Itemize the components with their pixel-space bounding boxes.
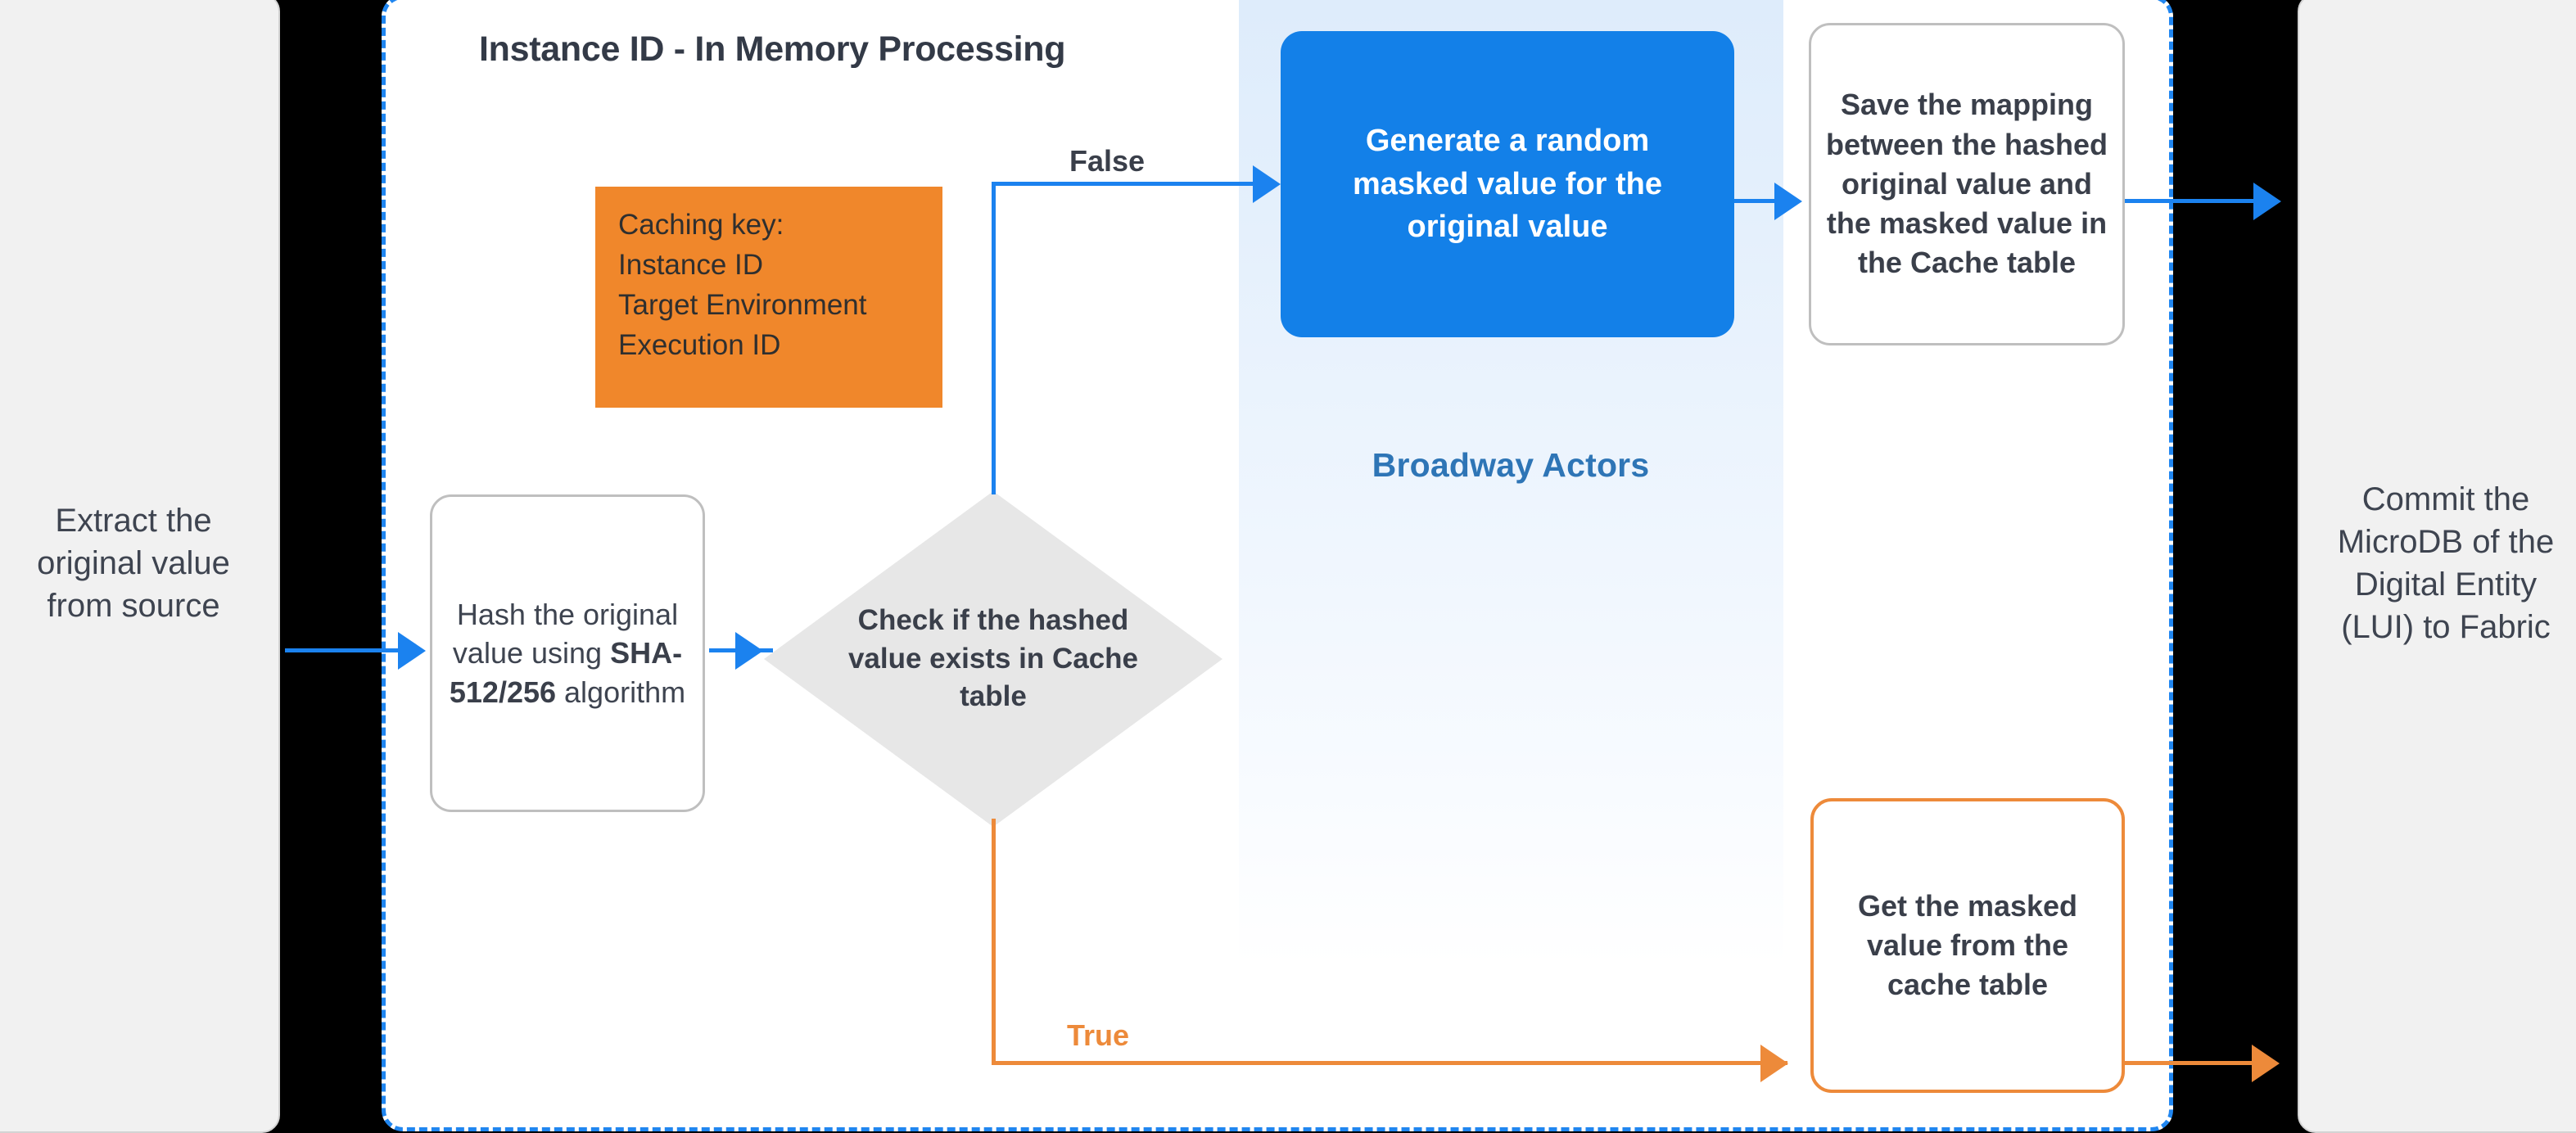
node-get-masked-label: Get the masked value from the cache tabl… [1857,888,2078,1002]
connector-false-horizontal [992,182,1277,186]
caching-key-item-0: Instance ID [618,249,764,281]
node-hash-label: Hash the original value using SHA-512/25… [447,595,688,712]
caching-key-note: Caching key: Instance ID Target Environm… [595,187,942,408]
panel-commit-microdb: Commit the MicroDB of the Digital Entity… [2298,0,2576,1133]
edge-label-false: False [1069,144,1146,178]
node-hash-original-value[interactable]: Hash the original value using SHA-512/25… [430,494,705,812]
arrowhead-getmasked-to-commit [2252,1045,2280,1082]
panel-right-label: Commit the MicroDB of the Digital Entity… [2337,481,2555,645]
page-title: Instance ID - In Memory Processing [479,29,1066,69]
edge-label-true: True [1067,1018,1130,1052]
caching-key-title: Caching key: [618,209,784,241]
arrowhead-save-to-commit [2253,183,2281,220]
node-save-label: Save the mapping between the hashed orig… [1825,88,2108,280]
node-get-masked-value[interactable]: Get the masked value from the cache tabl… [1810,798,2125,1093]
arrowhead-true-to-getmasked [1760,1045,1788,1082]
connector-save-to-commit [2125,199,2264,203]
connector-extract-to-hash [285,648,403,652]
connector-getmasked-to-commit [2125,1061,2264,1065]
decision-label: Check if the hashed value exists in Cach… [847,603,1139,713]
hash-text-part1: Hash the original value using [452,597,679,670]
caching-key-item-1: Target Environment [618,289,867,321]
node-save-mapping-cache[interactable]: Save the mapping between the hashed orig… [1809,23,2125,345]
connector-false-vertical [992,182,996,494]
node-generate-label: Generate a random masked value for the o… [1352,124,1663,245]
caching-key-item-2: Execution ID [618,329,781,361]
panel-left-label: Extract the original value from source [37,503,230,624]
swimlane-label: Broadway Actors [1372,445,1650,484]
hash-text-emphasis: SHA-512/256 [449,636,683,709]
arrowhead-hash-to-decision [735,632,763,670]
node-generate-masked-value[interactable]: Generate a random masked value for the o… [1281,31,1734,337]
arrowhead-false-to-generate [1253,165,1281,203]
node-check-cache-decision[interactable]: Check if the hashed value exists in Cach… [764,491,1222,827]
hash-text-part2: algorithm [556,675,686,709]
connector-true-vertical [992,819,996,1064]
panel-extract-original-value: Extract the original value from source [0,0,280,1133]
connector-true-horizontal [992,1061,1787,1065]
connector-generate-to-save [1734,199,1785,203]
arrowhead-generate-to-save [1774,183,1802,220]
arrowhead-extract-to-hash [398,632,426,670]
